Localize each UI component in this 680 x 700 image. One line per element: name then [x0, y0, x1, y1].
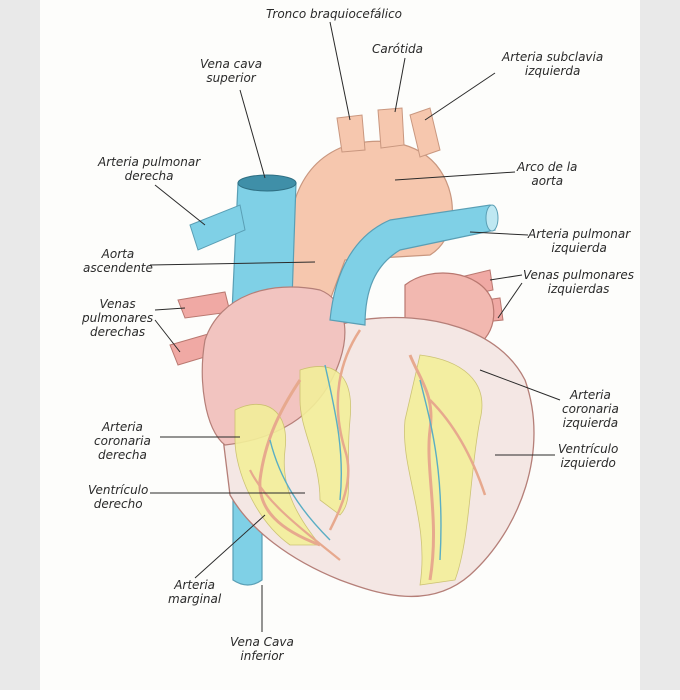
leader-venas-pulm-izq-1: [489, 274, 523, 281]
label-venas-pulmonares-derechas: Venas pulmonares derechas: [82, 297, 154, 339]
label-ventriculo-derecho: Ventrículo derecho: [88, 483, 149, 511]
label-arteria-subclavia-izquierda: Arteria subclavia izquierda: [502, 50, 604, 78]
svc-opening: [237, 174, 297, 192]
leader-art-marginal: [194, 514, 266, 579]
leader-venas-pulm-der-1: [154, 307, 186, 311]
label-tronco-braquiocefalico: Tronco braquiocefálico: [266, 7, 403, 21]
coronary-fat-right: [234, 403, 321, 546]
right-pulmonary-artery-shape: [189, 204, 246, 251]
left-pulmonary-artery-opening: [485, 204, 499, 232]
leader-tronco: [329, 21, 351, 121]
label-ventriculo-izquierdo: Ventrículo izquierdo: [558, 442, 619, 470]
right-coronary-artery: [258, 379, 321, 547]
label-arco-de-la-aorta: Arco de la aorta: [517, 160, 578, 188]
pulmonary-trunk-shape: [329, 204, 496, 326]
cardiac-vein-left: [419, 379, 442, 561]
coronary-fat-left: [404, 354, 483, 586]
leader-venas-pulm-izq-2: [497, 282, 523, 319]
label-vena-cava-inferior: Vena Cava inferior: [230, 635, 294, 663]
leader-subclavia: [424, 72, 496, 121]
label-arteria-coronaria-derecha: Arteria coronaria derecha: [94, 420, 151, 462]
leader-carotida: [394, 57, 406, 113]
subclavian-shape: [409, 107, 441, 158]
leader-aorta-asc: [149, 261, 316, 266]
label-arteria-pulmonar-derecha: Arteria pulmonar derecha: [98, 155, 201, 183]
marginal-artery: [249, 469, 341, 561]
cardiac-vein-center: [324, 364, 343, 501]
left-coronary-branch: [429, 399, 487, 496]
brachiocephalic-trunk-shape: [336, 114, 366, 153]
label-carotida: Carótida: [372, 42, 424, 56]
leader-art-cor-izq: [479, 369, 561, 401]
label-vena-cava-superior: Vena cava superior: [200, 57, 263, 85]
label-arteria-marginal: Arteria marginal: [168, 578, 222, 606]
leader-arco-aorta: [394, 171, 516, 181]
label-arteria-pulmonar-izquierda: Arteria pulmonar izquierda: [528, 227, 631, 255]
cardiac-vein-right: [269, 439, 331, 541]
leader-art-pulm-der: [154, 184, 206, 226]
carotid-shape: [377, 107, 405, 149]
label-aorta-ascendente: Aorta ascendente: [83, 247, 153, 275]
leader-venas-pulm-der-2: [154, 319, 181, 353]
lad-branch: [328, 329, 362, 531]
label-venas-pulmonares-izquierdas: Venas pulmonares izquierdas: [523, 268, 635, 296]
leader-vena-cava-sup: [239, 89, 266, 179]
left-coronary-artery: [408, 354, 435, 581]
leader-art-pulm-izq: [469, 231, 529, 236]
bottom-bar: [0, 690, 680, 700]
label-arteria-coronaria-izquierda: Arteria coronaria izquierda: [562, 388, 619, 430]
